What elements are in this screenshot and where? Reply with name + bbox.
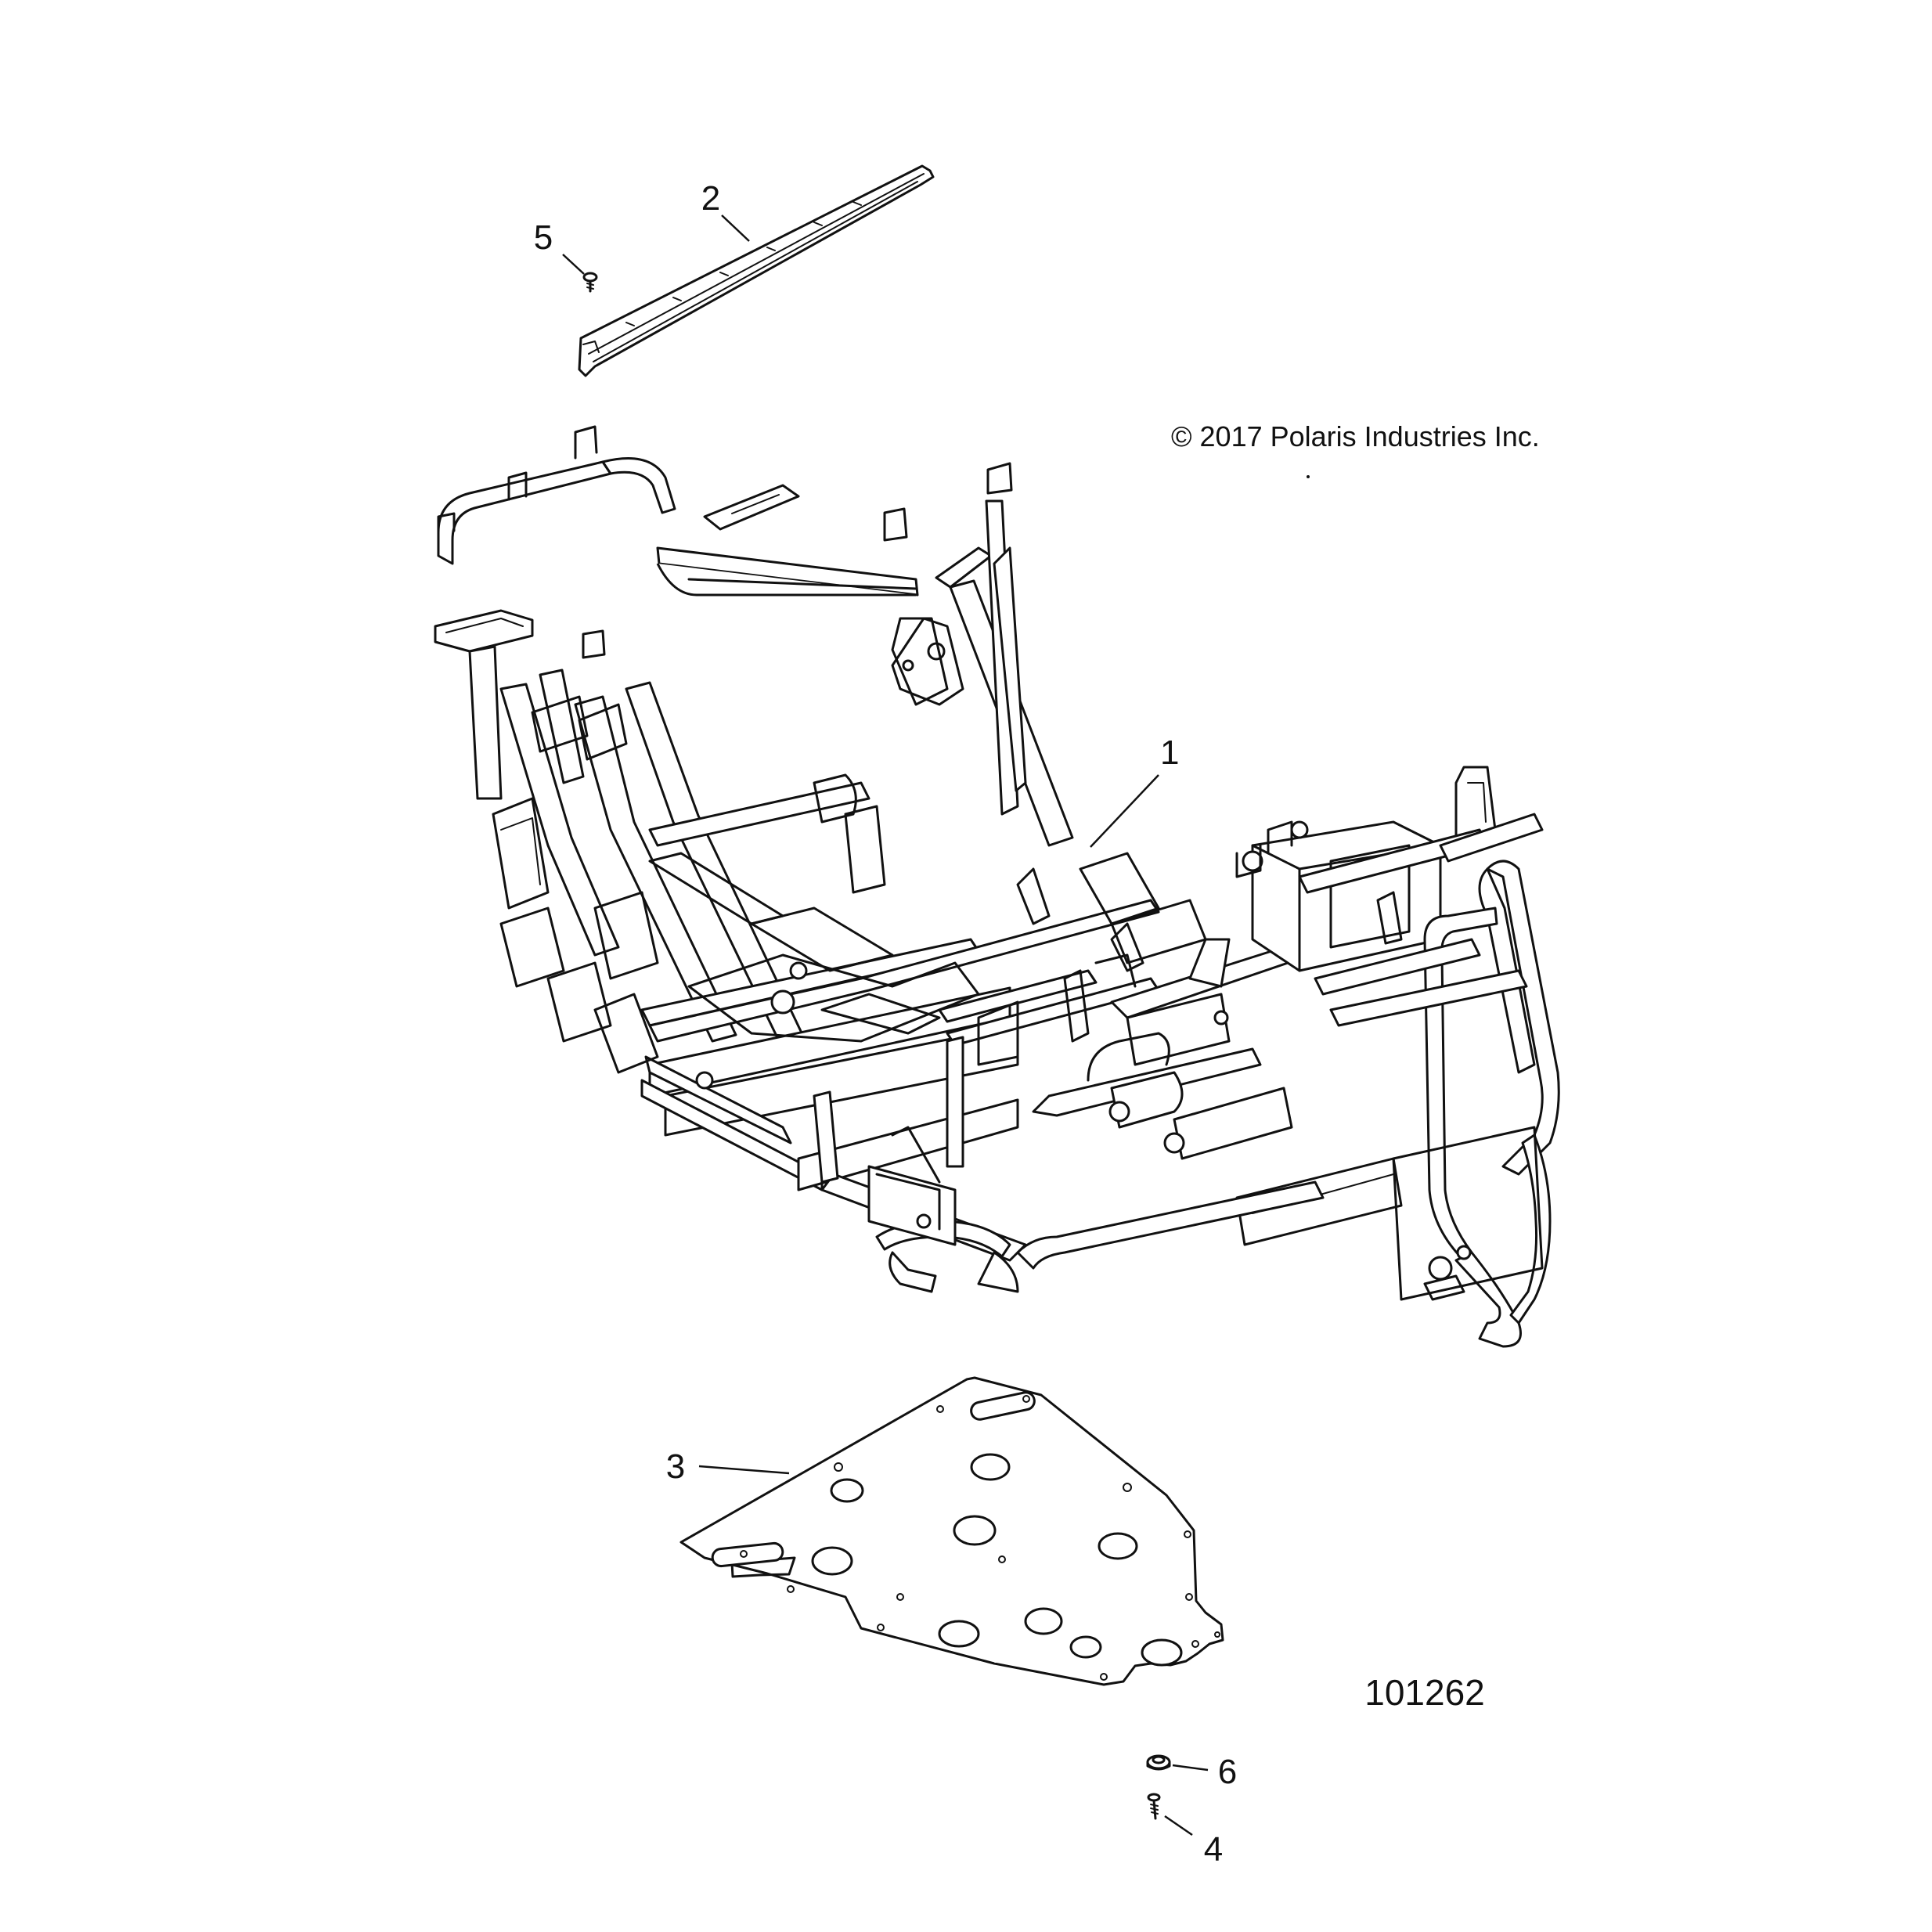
figure-number: 101262 (1364, 1672, 1485, 1713)
leader-5 (562, 254, 585, 275)
leader-3 (698, 1465, 790, 1475)
part-3-skid-plate[interactable] (679, 1376, 1224, 1686)
leader-2 (721, 214, 750, 242)
leader-6 (1172, 1764, 1209, 1772)
callout-3: 3 (666, 1447, 685, 1486)
copyright-text: © 2017 Polaris Industries Inc. (1171, 420, 1540, 452)
part-1-main-frame[interactable] (434, 425, 1560, 1348)
leader-4 (1164, 1815, 1193, 1836)
leader-lines (562, 214, 1209, 1836)
part-2-crossbar[interactable] (578, 164, 935, 377)
callout-2: 2 (701, 179, 720, 218)
part-6-nut[interactable] (1146, 1754, 1171, 1771)
callout-4: 4 (1204, 1830, 1223, 1869)
part-5-bolt[interactable] (582, 272, 598, 293)
leader-1 (1090, 774, 1159, 848)
part-4-bolt[interactable] (1147, 1793, 1161, 1820)
callout-6: 6 (1218, 1753, 1237, 1791)
callout-5: 5 (534, 218, 553, 257)
skid-plate-fastener-holes (740, 1395, 1220, 1681)
callout-1: 1 (1160, 734, 1179, 772)
callout-labels: 1 2 3 4 5 6 (534, 179, 1237, 1869)
copyright-dot (1307, 475, 1310, 478)
